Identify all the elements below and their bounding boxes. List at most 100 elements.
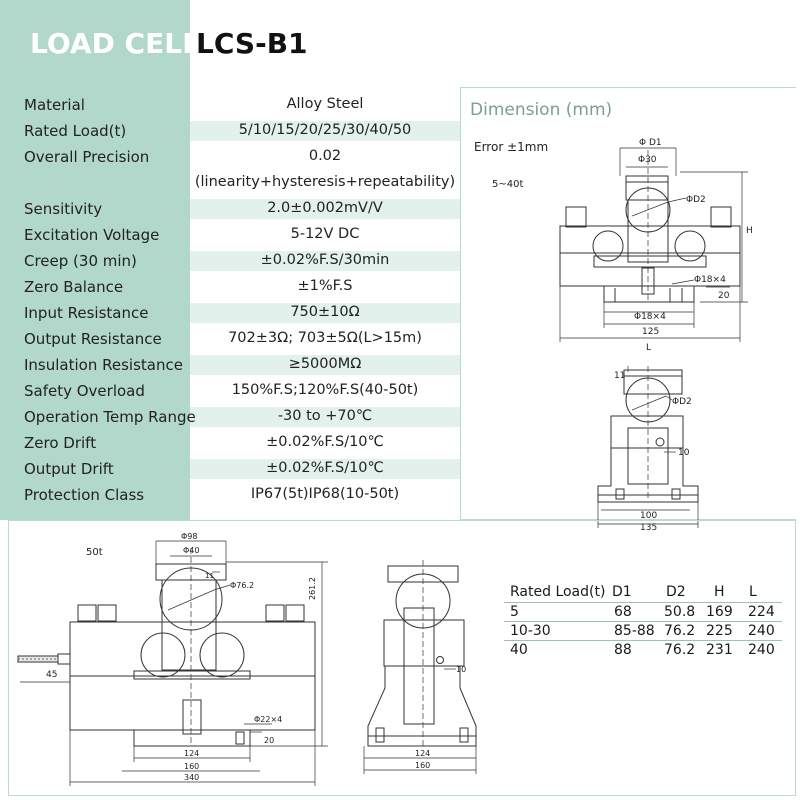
spec-row: Operation Temp Range-30 to +70℃ [0,404,460,430]
cell-d2: 50.8 [664,604,696,620]
left-accent-band [0,0,190,520]
dimension-panel: Dimension (mm) [460,87,796,520]
cell-h: 169 [706,604,733,620]
cell-rated-load: 40 [510,642,528,658]
spec-label: Overall Precision [24,148,150,166]
spec-value: 750±10Ω [290,304,360,320]
dim-160-side: 160 [415,761,430,770]
spec-value: ±0.02%F.S/10℃ [266,434,384,450]
spec-row: Excitation Voltage 5-12V DC [0,222,460,248]
dim-100: 100 [640,511,657,521]
spec-value: ±0.02%F.S/30min [260,252,390,268]
spec-value: 5-12V DC [290,226,360,242]
spec-row: Protection Class IP67(5t)IP68(10-50t) [0,482,460,508]
rated-table-header: Rated Load(t) D1 D2 H L [504,583,782,602]
rated-load-table: Rated Load(t) D1 D2 H L 5 68 50.8 169 22… [504,583,782,659]
dim-d2: ΦD2 [686,195,706,205]
spec-label: Zero Balance [24,278,124,296]
header-d1: D1 [612,584,632,600]
title-model: LCS-B1 [196,27,308,60]
spec-label: Input Resistance [24,304,149,322]
spec-row: Creep (30 min) ±0.02%F.S/30min [0,248,460,274]
header-h: H [714,584,725,600]
range-note-5-40t: 5~40t [492,179,524,190]
spec-row: Zero Balance ±1%F.S [0,274,460,300]
error-note: Error ±1mm [474,140,549,154]
spec-value: (linearity+hysteresis+repeatability) [194,174,456,190]
dim-20: 20 [718,291,730,301]
spec-label: Excitation Voltage [24,226,160,244]
dim-11: 11 [614,371,625,381]
cell-rated-load: 5 [510,604,519,620]
cell-h: 225 [706,623,733,639]
cell-d1: 85-88 [614,623,655,639]
dimension-title: Dimension (mm) [470,100,613,120]
spec-label: Protection Class [24,486,145,504]
spec-value: ±1%F.S [297,278,353,294]
spec-table: Material Alloy Steel Rated Load(t) 5/10/15… [0,92,460,508]
dim-phi40: Φ40 [183,546,199,555]
dim-d1: Φ D1 [639,138,662,148]
spec-value: Alloy Steel [286,96,364,112]
page-title: LOAD CELL LCS-B1 [0,27,460,67]
dim-10-50t: 10 [456,665,466,674]
drawing-panel-50t [8,520,796,796]
dim-phi76: Φ76.2 [230,581,254,590]
spec-label: Operation Temp Range [24,408,196,426]
spec-label: Output Drift [24,460,114,478]
spec-value: IP67(5t)IP68(10-50t) [250,486,400,502]
cell-d2: 76.2 [664,623,696,639]
cell-rated-load: 10-30 [510,623,551,639]
title-prefix: LOAD CELL [30,27,200,60]
spec-row: Zero Drift ±0.02%F.S/10℃ [0,430,460,456]
spec-row: Input Resistance 750±10Ω [0,300,460,326]
spec-row: Insulation Resistance≥5000MΩ [0,352,460,378]
header-rated-load: Rated Load(t) [510,584,606,600]
cell-l: 240 [748,642,775,658]
table-row: 10-30 85-88 76.2 225 240 [504,621,782,640]
header-l: L [749,584,757,600]
spec-value: 5/10/15/20/25/30/40/50 [238,122,412,138]
cell-h: 231 [706,642,733,658]
dim-261: 261.2 [308,577,317,600]
spec-row: (linearity+hysteresis+repeatability) [0,170,460,196]
spec-label: Material [24,96,85,114]
spec-label: Creep (30 min) [24,252,137,270]
spec-label: Rated Load(t) [24,122,127,140]
dim-h: H [746,226,753,236]
spec-row: Output Drift ±0.02%F.S/10℃ [0,456,460,482]
spec-value: ±0.02%F.S/10℃ [266,460,384,476]
dim-phi18-b: Φ18×4 [634,312,666,322]
dim-340: 340 [184,773,199,782]
spec-row: Material Alloy Steel [0,92,460,118]
dim-d2-side: ΦD2 [672,397,692,407]
spec-label: Safety Overload [24,382,145,400]
cell-l: 240 [748,623,775,639]
spec-label: Zero Drift [24,434,97,452]
dim-11-50t: 11 [205,572,214,580]
cell-d1: 88 [614,642,632,658]
dim-phi30: Φ30 [638,155,657,165]
spec-row: Sensitivity 2.0±0.002mV/V [0,196,460,222]
range-note-50t: 50t [86,547,103,558]
cell-l: 224 [748,604,775,620]
spec-label: Sensitivity [24,200,103,218]
table-row: 40 88 76.2 231 240 [504,640,782,659]
dim-124-side: 124 [415,749,430,758]
header-d2: D2 [666,584,686,600]
spec-value: 702±3Ω; 703±5Ω(L>15m) [228,330,422,346]
spec-label: Insulation Resistance [24,356,183,374]
dim-phi22: Φ22×4 [254,715,282,724]
dim-phi18-a: Φ18×4 [694,275,726,285]
dim-135: 135 [640,523,657,533]
cell-d1: 68 [614,604,632,620]
spec-value: 2.0±0.002mV/V [267,200,383,216]
dim-phi98: Φ98 [181,532,197,541]
dim-20-50t: 20 [264,736,274,745]
cell-d2: 76.2 [664,642,696,658]
